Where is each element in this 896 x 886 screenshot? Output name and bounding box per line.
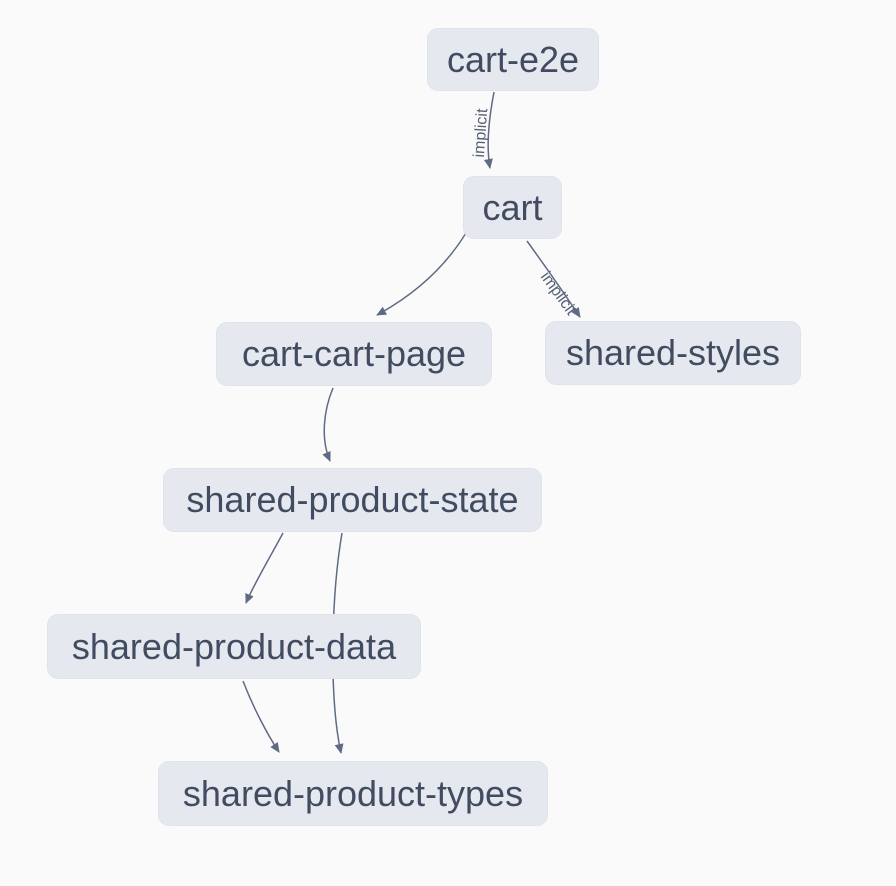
- edge-cart-e2e-to-cart: [483, 91, 495, 169]
- edge-cart-to-shared-styles: [526, 240, 581, 318]
- node-label: cart: [482, 186, 543, 228]
- node-shared-product-types[interactable]: shared-product-types: [158, 761, 548, 826]
- node-label: shared-product-data: [71, 625, 397, 667]
- edge-cart-to-cart-cart-page: [376, 232, 467, 316]
- node-cart[interactable]: cart: [463, 176, 562, 239]
- edge-shared-product-state-to-shared-product-data: [245, 532, 284, 604]
- edge-label-cart-to-shared-styles: implicit: [537, 269, 580, 319]
- node-shared-product-data[interactable]: shared-product-data: [47, 614, 421, 679]
- edge-label-cart-e2e-to-cart: implicit: [471, 108, 491, 159]
- node-label: shared-product-state: [186, 479, 519, 520]
- edge-cart-cart-page-to-shared-product-state: [322, 387, 334, 462]
- node-label: cart-e2e: [446, 38, 580, 80]
- node-label: shared-styles: [565, 332, 781, 373]
- node-label: shared-product-types: [182, 772, 524, 814]
- edge-shared-product-data-to-shared-product-types: [242, 680, 280, 753]
- node-label: cart-cart-page: [241, 333, 467, 374]
- node-shared-product-state[interactable]: shared-product-state: [163, 468, 542, 532]
- node-shared-styles[interactable]: shared-styles: [545, 321, 801, 385]
- node-cart-cart-page[interactable]: cart-cart-page: [216, 322, 492, 386]
- node-cart-e2e[interactable]: cart-e2e: [427, 28, 599, 91]
